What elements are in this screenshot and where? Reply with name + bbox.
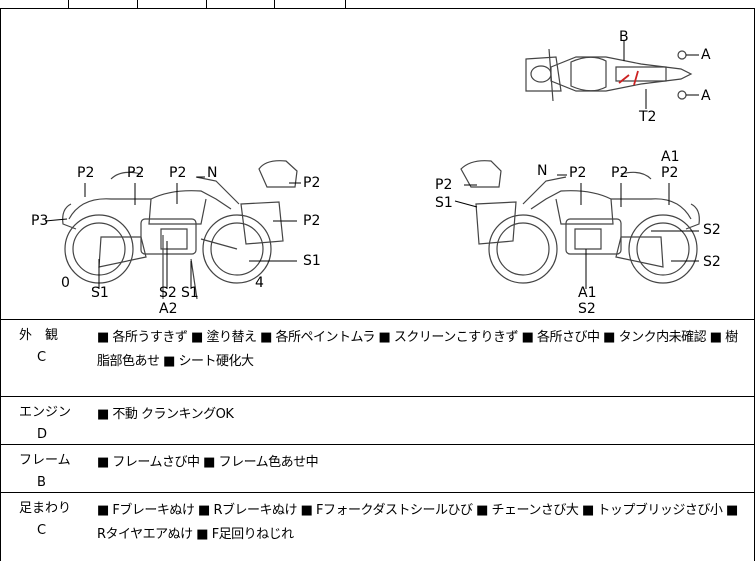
top-view-bike-outline <box>525 48 693 102</box>
left-label-0: 0 <box>61 275 70 291</box>
left-label-p2-c: P2 <box>169 165 187 181</box>
left-label-s1-c: S1 <box>181 285 199 301</box>
left-label-s1-a: S1 <box>303 253 321 269</box>
top-label-t2: T2 <box>639 109 657 125</box>
row-category: 外 観 <box>19 328 59 343</box>
row-category: フレーム <box>19 453 71 468</box>
row-category: エンジン <box>19 405 72 420</box>
right-label-p2-a: P2 <box>569 165 587 181</box>
left-label-s1-b: S1 <box>91 285 109 301</box>
right-label-p2-d: P2 <box>435 177 453 193</box>
left-label-p2-b: P2 <box>127 165 145 181</box>
header-divider <box>274 0 275 9</box>
damage-diagram: P2 P2 P2 N P2 P3 P2 S1 0 S1 S2 S1 A2 4 N… <box>0 9 755 319</box>
condition-row-engine: エンジン D ■ 不動 クランキングOK <box>0 396 755 444</box>
leader-lines <box>44 41 699 289</box>
left-side-bike-outline <box>62 160 298 300</box>
right-label-p2-b: P2 <box>611 165 629 181</box>
damage-marks <box>618 70 639 86</box>
left-label-4: 4 <box>255 275 264 291</box>
top-label-a-upper: A <box>701 47 711 63</box>
row-description: ■ フレームさび中 ■ フレーム色あせ中 <box>97 455 319 470</box>
header-divider <box>345 0 346 9</box>
condition-row-exterior: 外 観 C ■ 各所うすきず ■ 塗り替え ■ 各所ペイントムラ ■ スクリーン… <box>0 319 755 396</box>
header-strip <box>0 0 755 9</box>
row-grade: C <box>37 350 47 365</box>
motorcycle-illustration <box>44 41 700 300</box>
right-label-s1: S1 <box>435 195 453 211</box>
row-grade: B <box>37 475 46 490</box>
right-side-bike-outline <box>460 160 700 284</box>
row-grade: D <box>37 427 48 442</box>
left-label-p3: P3 <box>31 213 49 229</box>
top-label-a-lower: A <box>701 88 711 104</box>
row-description: ■ 各所うすきず ■ 塗り替え ■ 各所ペイントムラ ■ スクリーンこすりきず … <box>97 330 738 369</box>
right-label-s2-b: S2 <box>703 254 721 270</box>
left-label-a2: A2 <box>159 301 178 317</box>
condition-row-suspension: 足まわり C ■ Fブレーキぬけ ■ Rブレーキぬけ ■ Fフォークダストシール… <box>0 492 755 561</box>
right-label-s2-a: S2 <box>703 222 721 238</box>
left-label-p2-a: P2 <box>77 165 95 181</box>
row-description: ■ 不動 クランキングOK <box>97 407 234 422</box>
right-label-a1-top: A1 <box>661 149 680 165</box>
top-label-b: B <box>619 29 629 45</box>
left-label-s2: S2 <box>159 285 177 301</box>
right-label-a1-bottom: A1 <box>578 285 597 301</box>
condition-row-frame: フレーム B ■ フレームさび中 ■ フレーム色あせ中 <box>0 444 755 492</box>
header-divider <box>137 0 138 9</box>
left-label-p2-e: P2 <box>303 213 321 229</box>
row-grade: C <box>37 523 47 538</box>
row-category: 足まわり <box>19 501 72 516</box>
header-divider <box>206 0 207 9</box>
right-label-p2-c: P2 <box>661 165 679 181</box>
right-label-s2-c: S2 <box>578 301 596 317</box>
left-label-n: N <box>207 165 218 181</box>
right-label-n: N <box>537 163 548 179</box>
row-description: ■ Fブレーキぬけ ■ Rブレーキぬけ ■ Fフォークダストシールひび ■ チェ… <box>97 503 738 542</box>
left-label-p2-d: P2 <box>303 175 321 191</box>
header-divider <box>68 0 69 9</box>
